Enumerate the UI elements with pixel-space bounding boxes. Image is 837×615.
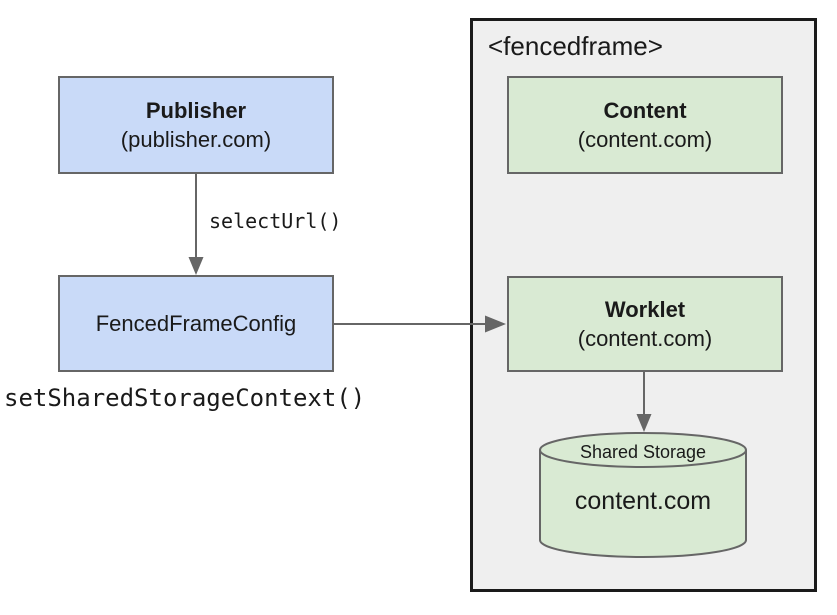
shared-storage-label: Shared Storage [579,442,707,462]
content-box-subtitle: (content.com) [577,127,713,152]
fencedframe-tag-label: <fencedframe> [488,31,663,61]
select-url-label: selectUrl() [209,209,342,233]
fenced-frame-config-box: FencedFrameConfig [58,275,334,372]
content-box-title: Content [603,98,687,123]
content-box: Content (content.com) [507,76,783,174]
set-shared-storage-context-label: setSharedStorageContext() [4,384,366,412]
worklet-box-subtitle: (content.com) [577,326,713,351]
publisher-box-title: Publisher [145,98,247,123]
publisher-box-subtitle: (publisher.com) [120,127,272,152]
publisher-to-config-arrow-head [188,257,204,275]
fenced-frame-config-box-title: FencedFrameConfig [95,311,297,336]
worklet-box: Worklet (content.com) [507,276,783,372]
publisher-box: Publisher (publisher.com) [58,76,334,174]
worklet-box-title: Worklet [604,297,686,322]
shared-storage-origin: content.com [574,487,712,515]
